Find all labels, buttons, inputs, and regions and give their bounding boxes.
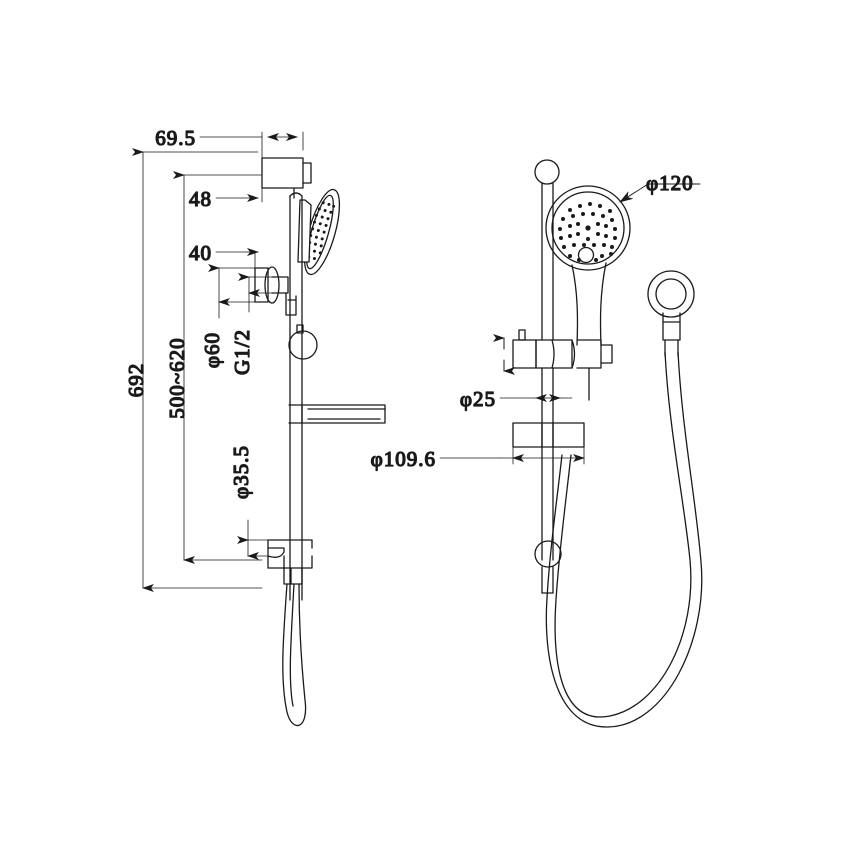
hand-shower-head-face: [545, 185, 631, 346]
dim-label-500-620: 500~620: [165, 337, 189, 418]
dim-label-69-5: 69.5: [155, 126, 196, 150]
front-elevation-view: φ120 φ25 φ109.6: [370, 159, 703, 728]
dim-40: 40: [188, 240, 259, 269]
dim-label-48: 48: [189, 187, 212, 211]
dim-label-692: 692: [124, 363, 148, 398]
soap-dish-shelf: [512, 422, 585, 448]
shower-hose: [282, 583, 307, 727]
top-wall-bracket: [261, 157, 312, 199]
dim-phi25: φ25: [459, 386, 573, 413]
dim-phi109-6: φ109.6: [370, 446, 585, 472]
dim-label-phi25: φ25: [460, 387, 496, 411]
dim-phi60: φ60: [199, 264, 256, 369]
bottom-wall-bracket: [267, 539, 313, 585]
side-elevation-view: 69.5 692 500~620 48 40: [123, 125, 386, 727]
dim-phi120: φ120: [619, 170, 701, 203]
handset-holder: [288, 324, 318, 360]
slide-rail-tube: [289, 192, 303, 601]
hand-shower-head-profile: [297, 188, 341, 276]
dim-label-phi35-5: φ35.5: [229, 445, 253, 499]
wall-inlet-elbow: [647, 270, 695, 357]
dim-label-phi109-6: φ109.6: [371, 447, 436, 471]
dim-69-5: 69.5: [155, 125, 304, 159]
shower-hose: [545, 351, 703, 728]
rail-top-cap: [534, 159, 560, 341]
slide-rail-tube: [541, 367, 554, 561]
handset-holder-clamp: [512, 329, 613, 369]
dim-48: 48: [188, 186, 263, 212]
dim-label-phi60: φ60: [200, 332, 224, 368]
dim-label-g12: G1/2: [230, 329, 254, 375]
dim-g12: G1/2: [229, 273, 273, 376]
dim-label-40: 40: [189, 241, 212, 265]
dim-500-620: 500~620: [164, 171, 263, 564]
dim-label-phi120: φ120: [646, 171, 694, 195]
dim-692: 692: [123, 148, 263, 592]
spray-face-jets: [558, 202, 617, 262]
dim-phi35-5: φ35.5: [228, 444, 269, 560]
soap-dish-shelf: [288, 404, 386, 424]
